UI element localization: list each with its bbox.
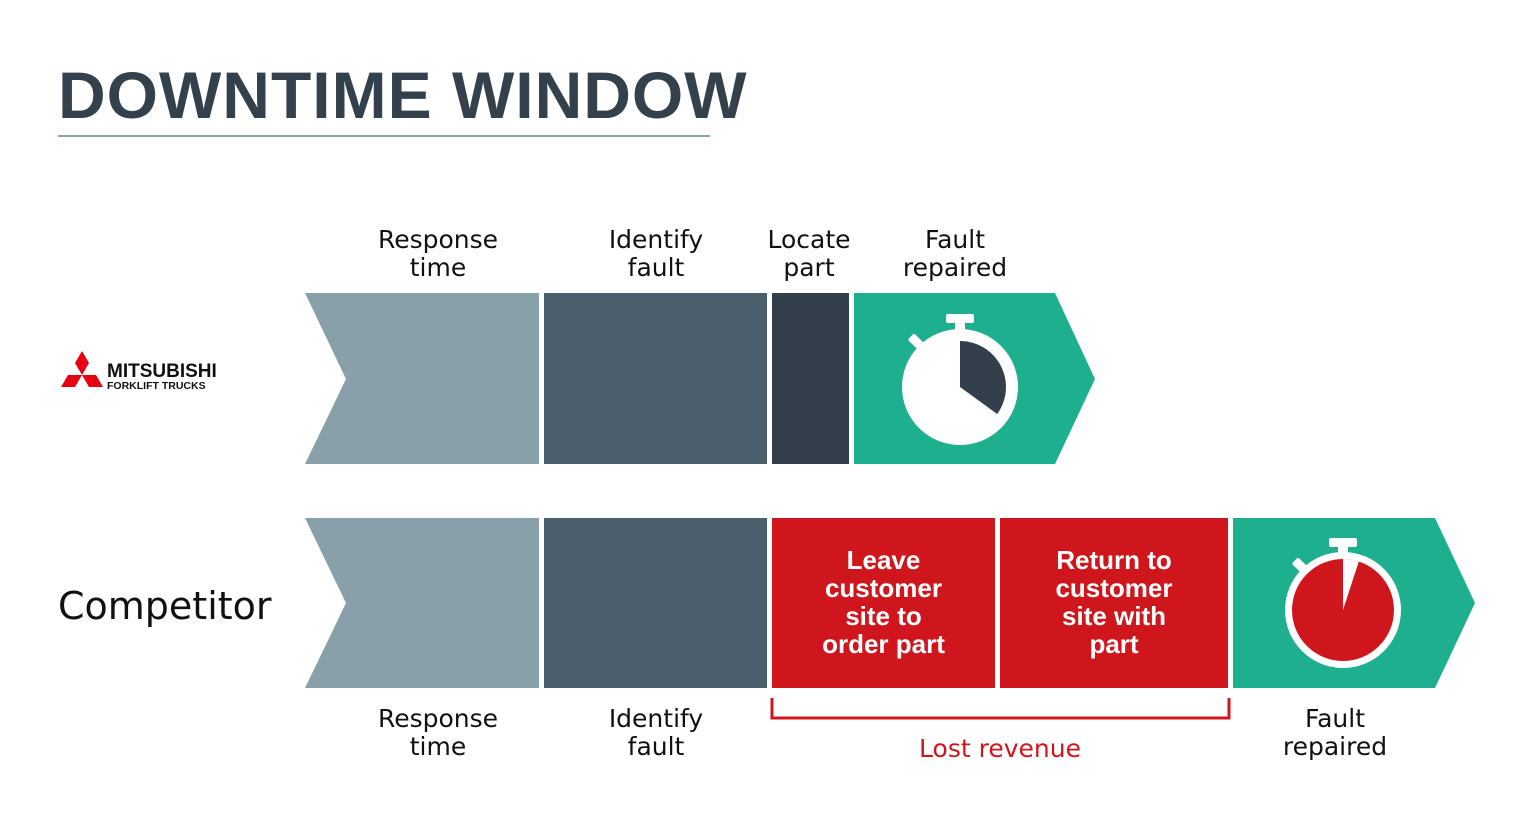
three-diamonds-icon bbox=[61, 351, 103, 387]
leave-site-text: Leave customer site to order part bbox=[822, 545, 945, 659]
mitsu-label-response: Response time bbox=[377, 225, 499, 282]
comp-label-repaired: Fault repaired bbox=[1282, 704, 1388, 761]
stopwatch-progress-wedge bbox=[1343, 559, 1359, 610]
mitsu-label-repaired: Fault repaired bbox=[902, 225, 1008, 282]
comp-segment-identify bbox=[544, 518, 767, 688]
mitsu-label-identify: Identify fault bbox=[608, 225, 704, 282]
stopwatch-icon bbox=[1285, 538, 1401, 668]
mitsu-label-locate: Locate part bbox=[767, 225, 851, 282]
comp-segment-return bbox=[1000, 518, 1228, 688]
mitsu-segment-locate bbox=[772, 293, 849, 464]
comp-segment-response bbox=[305, 518, 539, 688]
stopwatch-icon bbox=[902, 314, 1018, 445]
mitsubishi-logo: MITSUBISHI FORKLIFT TRUCKS bbox=[61, 351, 217, 392]
comp-label-response: Response time bbox=[377, 704, 499, 761]
comp-label-identify: Identify fault bbox=[608, 704, 704, 761]
logo-line1: MITSUBISHI bbox=[107, 361, 217, 382]
logo-line2: FORKLIFT TRUCKS bbox=[107, 380, 206, 392]
return-site-text: Return to customer site with part bbox=[1055, 545, 1173, 659]
page-title: DOWNTIME WINDOW bbox=[58, 58, 748, 132]
comp-segment-leave bbox=[772, 518, 995, 688]
mitsu-segment-identify bbox=[544, 293, 767, 464]
stopwatch-progress-wedge bbox=[960, 341, 1006, 414]
title-underline bbox=[58, 135, 710, 137]
mitsu-segment-response bbox=[305, 293, 539, 464]
competitor-label: Competitor bbox=[58, 584, 272, 628]
lost-revenue-bracket bbox=[770, 698, 1231, 720]
lost-revenue-label: Lost revenue bbox=[919, 734, 1081, 763]
